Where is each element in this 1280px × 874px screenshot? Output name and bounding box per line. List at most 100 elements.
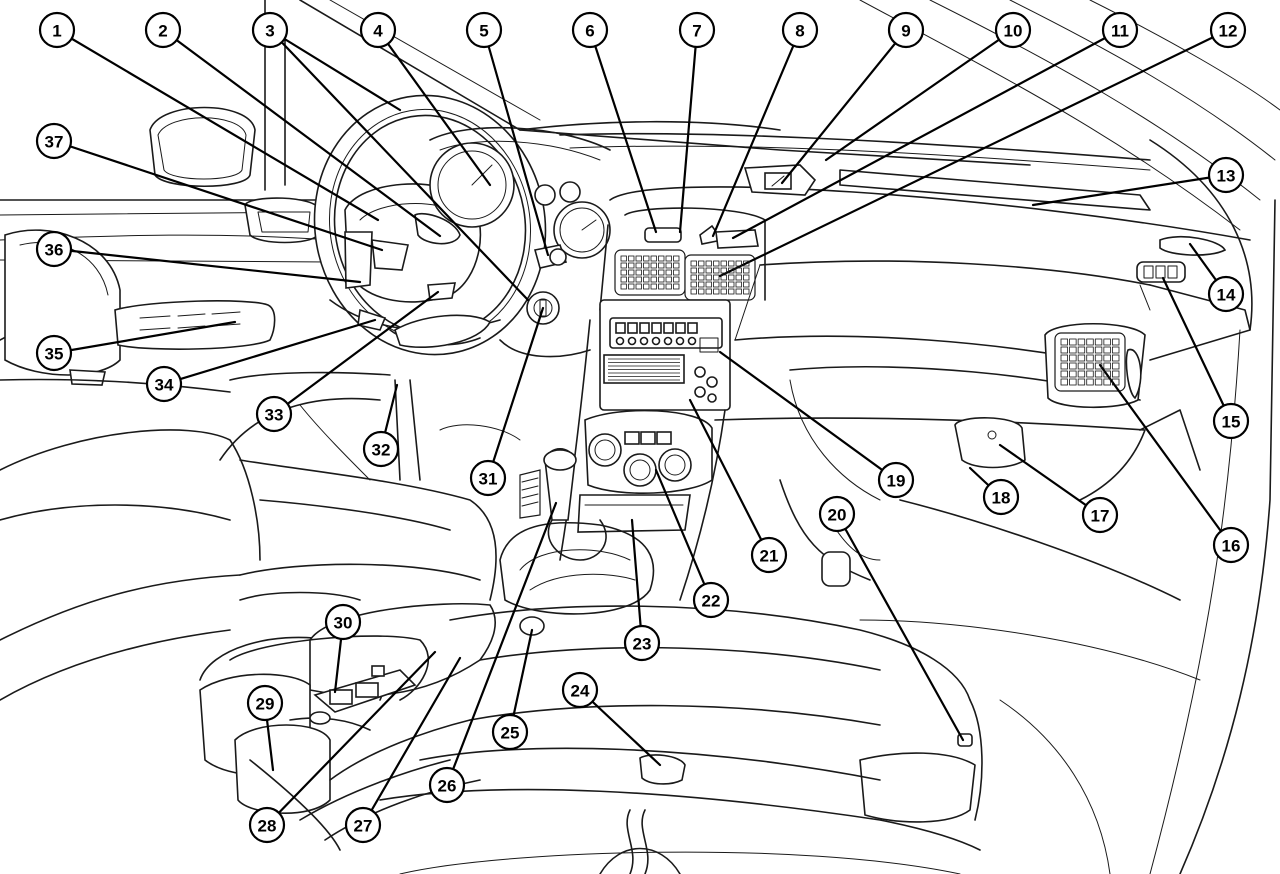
vent-cell <box>650 283 657 290</box>
callout-8: 8 <box>781 11 819 49</box>
vent-cell <box>690 267 697 274</box>
vent-cell <box>628 255 635 262</box>
callout-number: 28 <box>258 817 277 836</box>
vent-cell <box>1069 354 1077 362</box>
callout-circle <box>623 624 661 662</box>
vent-cell <box>1077 370 1086 378</box>
callout-number: 11 <box>1111 22 1129 41</box>
callout-12: 12 <box>1209 11 1247 49</box>
callout-number: 2 <box>158 22 167 41</box>
vent-cell <box>690 274 697 281</box>
vent-cell <box>1086 354 1094 362</box>
vent-cell <box>628 283 635 290</box>
callout-circle <box>246 684 284 722</box>
vent-cell <box>720 260 727 267</box>
vent-cell <box>713 274 720 281</box>
vent-cell <box>1112 362 1120 370</box>
callout-1: 1 <box>38 11 76 49</box>
vent-cell <box>743 288 750 295</box>
callout-15: 15 <box>1212 402 1250 440</box>
callout-circle <box>982 478 1020 516</box>
vent-cell <box>1077 338 1086 346</box>
vent-cell <box>735 267 742 274</box>
vent-cell <box>1086 338 1094 346</box>
vent-cell <box>635 269 642 276</box>
vent-cell <box>698 274 705 281</box>
vent-cell <box>620 283 627 290</box>
callout-circle <box>750 536 788 574</box>
vent-cell <box>728 274 735 281</box>
callout-6: 6 <box>571 11 609 49</box>
callout-circle <box>344 806 382 844</box>
radio-knob <box>639 336 649 346</box>
vent-cell <box>1086 346 1094 354</box>
vent-cell <box>650 262 657 269</box>
vent-cell <box>635 283 642 290</box>
vent-cell <box>1086 378 1094 386</box>
vent-cell <box>643 255 650 262</box>
callout-circle <box>465 11 503 49</box>
callout-circle <box>1207 275 1245 313</box>
callout-number: 12 <box>1219 22 1238 41</box>
callout-circle <box>428 766 466 804</box>
vent-cell <box>1060 362 1068 370</box>
vent-cell <box>735 274 742 281</box>
callout-circle <box>561 671 599 709</box>
vent-cell <box>1069 370 1077 378</box>
vent-cell <box>743 281 750 288</box>
callout-19: 19 <box>877 461 915 499</box>
vent-cell <box>665 255 672 262</box>
vent-cell <box>1112 354 1120 362</box>
vent-cell <box>720 288 727 295</box>
vent-cell <box>1112 338 1120 346</box>
callout-number: 31 <box>479 470 498 489</box>
callout-number: 3 <box>265 22 274 41</box>
vent-cell <box>673 276 680 283</box>
vent-cell <box>620 269 627 276</box>
callout-number: 8 <box>795 22 804 41</box>
callout-5: 5 <box>465 11 503 49</box>
vent-cell <box>705 260 712 267</box>
callout-number: 15 <box>1222 413 1241 432</box>
vent-cell <box>673 269 680 276</box>
callout-number: 9 <box>901 22 910 41</box>
vent-cell <box>665 262 672 269</box>
vent-cell <box>713 267 720 274</box>
callout-9: 9 <box>887 11 925 49</box>
callout-number: 13 <box>1217 167 1236 186</box>
callout-26: 26 <box>428 766 466 804</box>
callout-number: 16 <box>1222 537 1241 556</box>
vent-cell <box>705 288 712 295</box>
vent-cell <box>690 260 697 267</box>
vent-cell <box>643 269 650 276</box>
vent-cell <box>665 276 672 283</box>
vent-cell <box>1069 378 1077 386</box>
callout-circle <box>359 11 397 49</box>
vent-cell <box>1060 346 1068 354</box>
vent-cell <box>728 281 735 288</box>
callout-28: 28 <box>248 806 286 844</box>
vent-cell <box>1094 362 1103 370</box>
vent-cell <box>720 267 727 274</box>
vent-cell <box>1103 346 1111 354</box>
callout-number: 5 <box>479 22 488 41</box>
callout-circle <box>1101 11 1139 49</box>
vent-cell <box>735 288 742 295</box>
leader-lines <box>52 28 1233 827</box>
radio-knob <box>687 336 697 346</box>
vent-cell <box>658 283 665 290</box>
vent-cell <box>1103 370 1111 378</box>
vent-cell <box>698 260 705 267</box>
vent-cell <box>728 288 735 295</box>
vent-cell <box>620 262 627 269</box>
vent-cell <box>658 276 665 283</box>
callout-4: 4 <box>359 11 397 49</box>
vent-cell <box>1077 346 1086 354</box>
vent-cell <box>665 283 672 290</box>
vent-cell <box>698 281 705 288</box>
radio-knob <box>615 336 625 346</box>
vent-cell <box>1094 346 1103 354</box>
callout-number: 32 <box>372 441 391 460</box>
vent-cell <box>643 283 650 290</box>
